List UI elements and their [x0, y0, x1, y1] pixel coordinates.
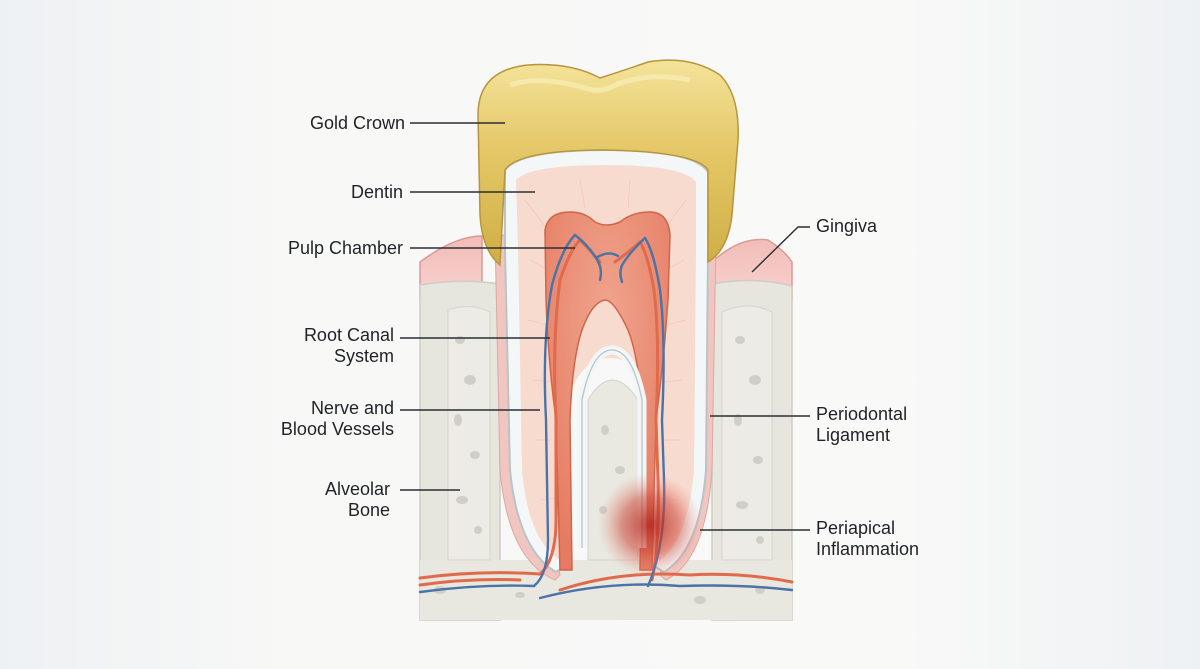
- label-periodontal-line1: Periodontal: [816, 404, 908, 424]
- label-dentin-text: Dentin: [350, 182, 403, 202]
- label-gold-crown: Gold Crown: [310, 113, 405, 134]
- leader-gingiva: [751, 226, 810, 273]
- label-pulp-chamber-text: Pulp Chamber: [287, 238, 403, 258]
- gold-crown: [477, 59, 739, 267]
- label-periodontal-line2: Ligament: [816, 425, 891, 445]
- label-root-canal-line1: Root Canal: [303, 325, 394, 345]
- periapical-inflammation-area: [598, 473, 702, 577]
- label-periapical-line1: Periapical: [816, 518, 896, 538]
- label-alveolar-bone: Alveolar Bone: [325, 479, 390, 521]
- alveolar-bone: [419, 279, 793, 621]
- label-periapical-inflammation: Periapical Inflammation: [816, 518, 919, 560]
- label-periapical-line2: Inflammation: [816, 539, 920, 559]
- label-gingiva: Gingiva: [816, 216, 877, 237]
- label-pulp-chamber: Pulp Chamber: [288, 238, 403, 259]
- label-alveolar-line1: Alveolar: [324, 479, 390, 499]
- label-nerve-blood-vessels: Nerve and Blood Vessels: [281, 398, 394, 440]
- label-root-canal-system: Root Canal System: [304, 325, 394, 367]
- label-root-canal-line2: System: [333, 346, 394, 366]
- label-alveolar-line2: Bone: [347, 500, 390, 520]
- label-nerve-line2: Blood Vessels: [280, 419, 394, 439]
- label-gold-crown-text: Gold Crown: [309, 113, 405, 133]
- leader-lines: [400, 122, 810, 531]
- label-dentin: Dentin: [351, 182, 403, 203]
- label-nerve-line1: Nerve and: [310, 398, 394, 418]
- label-gingiva-text: Gingiva: [816, 216, 878, 236]
- label-periodontal-ligament: Periodontal Ligament: [816, 404, 907, 446]
